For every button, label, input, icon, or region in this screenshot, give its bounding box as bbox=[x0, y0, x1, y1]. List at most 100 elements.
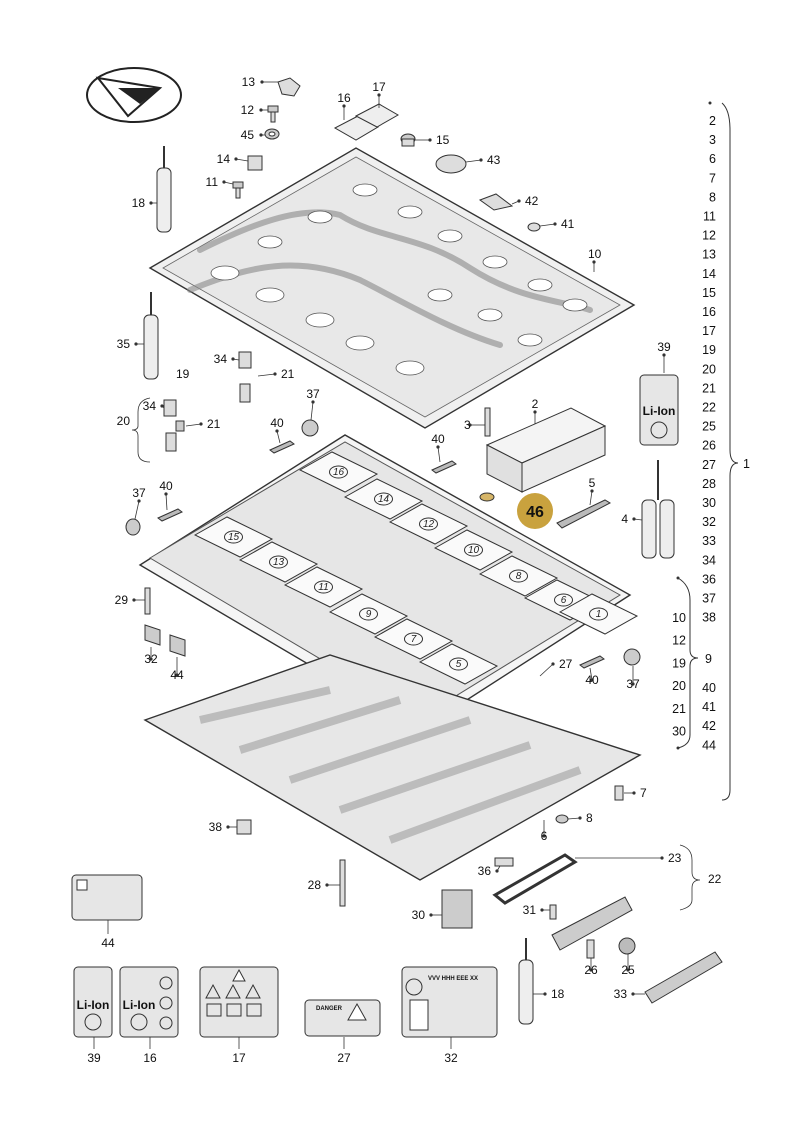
part-26-bolt bbox=[586, 939, 595, 959]
callout-c40d: 40 bbox=[585, 673, 599, 687]
leader-dot bbox=[632, 517, 636, 521]
cell-module bbox=[238, 541, 319, 583]
callout-c6: 6 bbox=[541, 829, 548, 843]
cell-number-ring bbox=[374, 492, 393, 506]
part-36-pin bbox=[494, 857, 514, 867]
parts-list-item: 37 bbox=[702, 592, 716, 606]
list-start-dot bbox=[708, 101, 712, 105]
cell-number: 11 bbox=[318, 582, 328, 593]
leader-dot bbox=[495, 869, 499, 873]
cell-number-ring bbox=[269, 555, 288, 569]
leader-dot bbox=[662, 353, 666, 357]
leader-dot bbox=[479, 158, 483, 162]
leader-line bbox=[134, 500, 140, 520]
part-7-screw bbox=[614, 785, 624, 801]
callout-c21a: 21 bbox=[281, 367, 295, 381]
leader-dot bbox=[590, 489, 594, 493]
leader-dot bbox=[259, 133, 263, 137]
callout-c15: 15 bbox=[436, 133, 450, 147]
leader-dot bbox=[149, 201, 153, 205]
part-22-connector bbox=[551, 896, 633, 951]
parts-list-item: 30 bbox=[702, 496, 716, 510]
part-31-screw bbox=[549, 904, 557, 920]
part-25-cap bbox=[618, 937, 636, 955]
sublist-item: 12 bbox=[672, 634, 686, 648]
parts-list-item: 36 bbox=[702, 572, 716, 586]
leader-dot bbox=[325, 883, 329, 887]
callout-c7: 7 bbox=[640, 786, 647, 800]
bottom-label-b16: 16 bbox=[143, 1051, 157, 1065]
leader-dot bbox=[626, 968, 630, 972]
parts-list-item: 19 bbox=[702, 343, 716, 357]
leader-dot bbox=[551, 662, 555, 666]
parts-list-item: 17 bbox=[702, 324, 716, 338]
sublist-item-right: 42 bbox=[702, 719, 716, 733]
leader-dot bbox=[631, 682, 635, 686]
leader-dot bbox=[149, 657, 153, 661]
callout-c37a: 37 bbox=[306, 387, 320, 401]
callout-c18b: 18 bbox=[551, 987, 565, 1001]
cell-module bbox=[283, 566, 364, 608]
top-cover-part bbox=[148, 147, 636, 429]
callout-c40b: 40 bbox=[431, 432, 445, 446]
part-23-gasket bbox=[492, 853, 578, 905]
part-18b-sealant-tube bbox=[518, 938, 534, 1025]
brand-logo-icon bbox=[86, 67, 182, 123]
callout-c43: 43 bbox=[487, 153, 501, 167]
leader-dot bbox=[543, 992, 547, 996]
part-11-screw bbox=[232, 181, 244, 199]
bracket-group-9 bbox=[677, 577, 699, 749]
part-8-nut bbox=[555, 814, 569, 824]
bracket-20 bbox=[131, 397, 151, 463]
callout-c17: 17 bbox=[372, 80, 386, 94]
callout-c29: 29 bbox=[115, 593, 129, 607]
cell-number-ring bbox=[359, 607, 378, 621]
leader-dot bbox=[589, 968, 593, 972]
callout-c39: 39 bbox=[657, 340, 671, 354]
parts-list-item: 11 bbox=[703, 210, 716, 224]
part-30-connector bbox=[441, 889, 473, 929]
cell-number: 6 bbox=[561, 595, 567, 606]
part-2-battery-module bbox=[485, 407, 607, 493]
sublist-item: 30 bbox=[672, 725, 686, 739]
callout-c19: 19 bbox=[176, 367, 190, 381]
parts-list-item: 34 bbox=[702, 553, 716, 567]
callout-c36: 36 bbox=[478, 864, 492, 878]
bottom-label-b44: 44 bbox=[101, 936, 115, 950]
leader-dot bbox=[273, 372, 277, 376]
part-37-grommet-a bbox=[301, 419, 319, 437]
callout-c40c: 40 bbox=[159, 479, 173, 493]
callout-c8: 8 bbox=[586, 811, 593, 825]
callout-c22: 22 bbox=[708, 872, 722, 886]
parts-list-item: 12 bbox=[702, 229, 716, 243]
callout-c40a: 40 bbox=[270, 416, 284, 430]
part-40-strip-b bbox=[431, 460, 457, 474]
svg-text:VVV HHH EEE XX: VVV HHH EEE XX bbox=[428, 976, 478, 982]
part-37-grommet-c bbox=[623, 648, 641, 666]
part-34-bolt bbox=[238, 351, 252, 403]
cell-number-ring bbox=[314, 580, 333, 594]
parts-list-item: 16 bbox=[702, 305, 716, 319]
part-44-label-small bbox=[169, 634, 186, 657]
group-1-label: 1 bbox=[743, 457, 750, 471]
part-33-connector-strip bbox=[644, 951, 723, 1004]
callout-c38: 38 bbox=[209, 820, 223, 834]
part-45-washer bbox=[264, 128, 280, 140]
cell-number-ring bbox=[554, 593, 573, 607]
sublist-item: 19 bbox=[672, 656, 686, 670]
parts-list-item: 13 bbox=[702, 248, 716, 262]
leader-dot bbox=[533, 410, 537, 414]
callout-c33: 33 bbox=[614, 987, 628, 1001]
cell-number-ring bbox=[224, 530, 243, 544]
leader-dot bbox=[164, 492, 168, 496]
highlight-46-marker[interactable] bbox=[517, 493, 553, 529]
leader-line bbox=[165, 493, 168, 511]
bottom-label-b27: 27 bbox=[337, 1051, 351, 1065]
callout-c25: 25 bbox=[621, 963, 635, 977]
sublist-item: 10 bbox=[672, 611, 686, 625]
leader-dot bbox=[132, 598, 136, 602]
leader-dot bbox=[234, 157, 238, 161]
callout-c23: 23 bbox=[668, 851, 682, 865]
callout-c14: 14 bbox=[217, 152, 231, 166]
